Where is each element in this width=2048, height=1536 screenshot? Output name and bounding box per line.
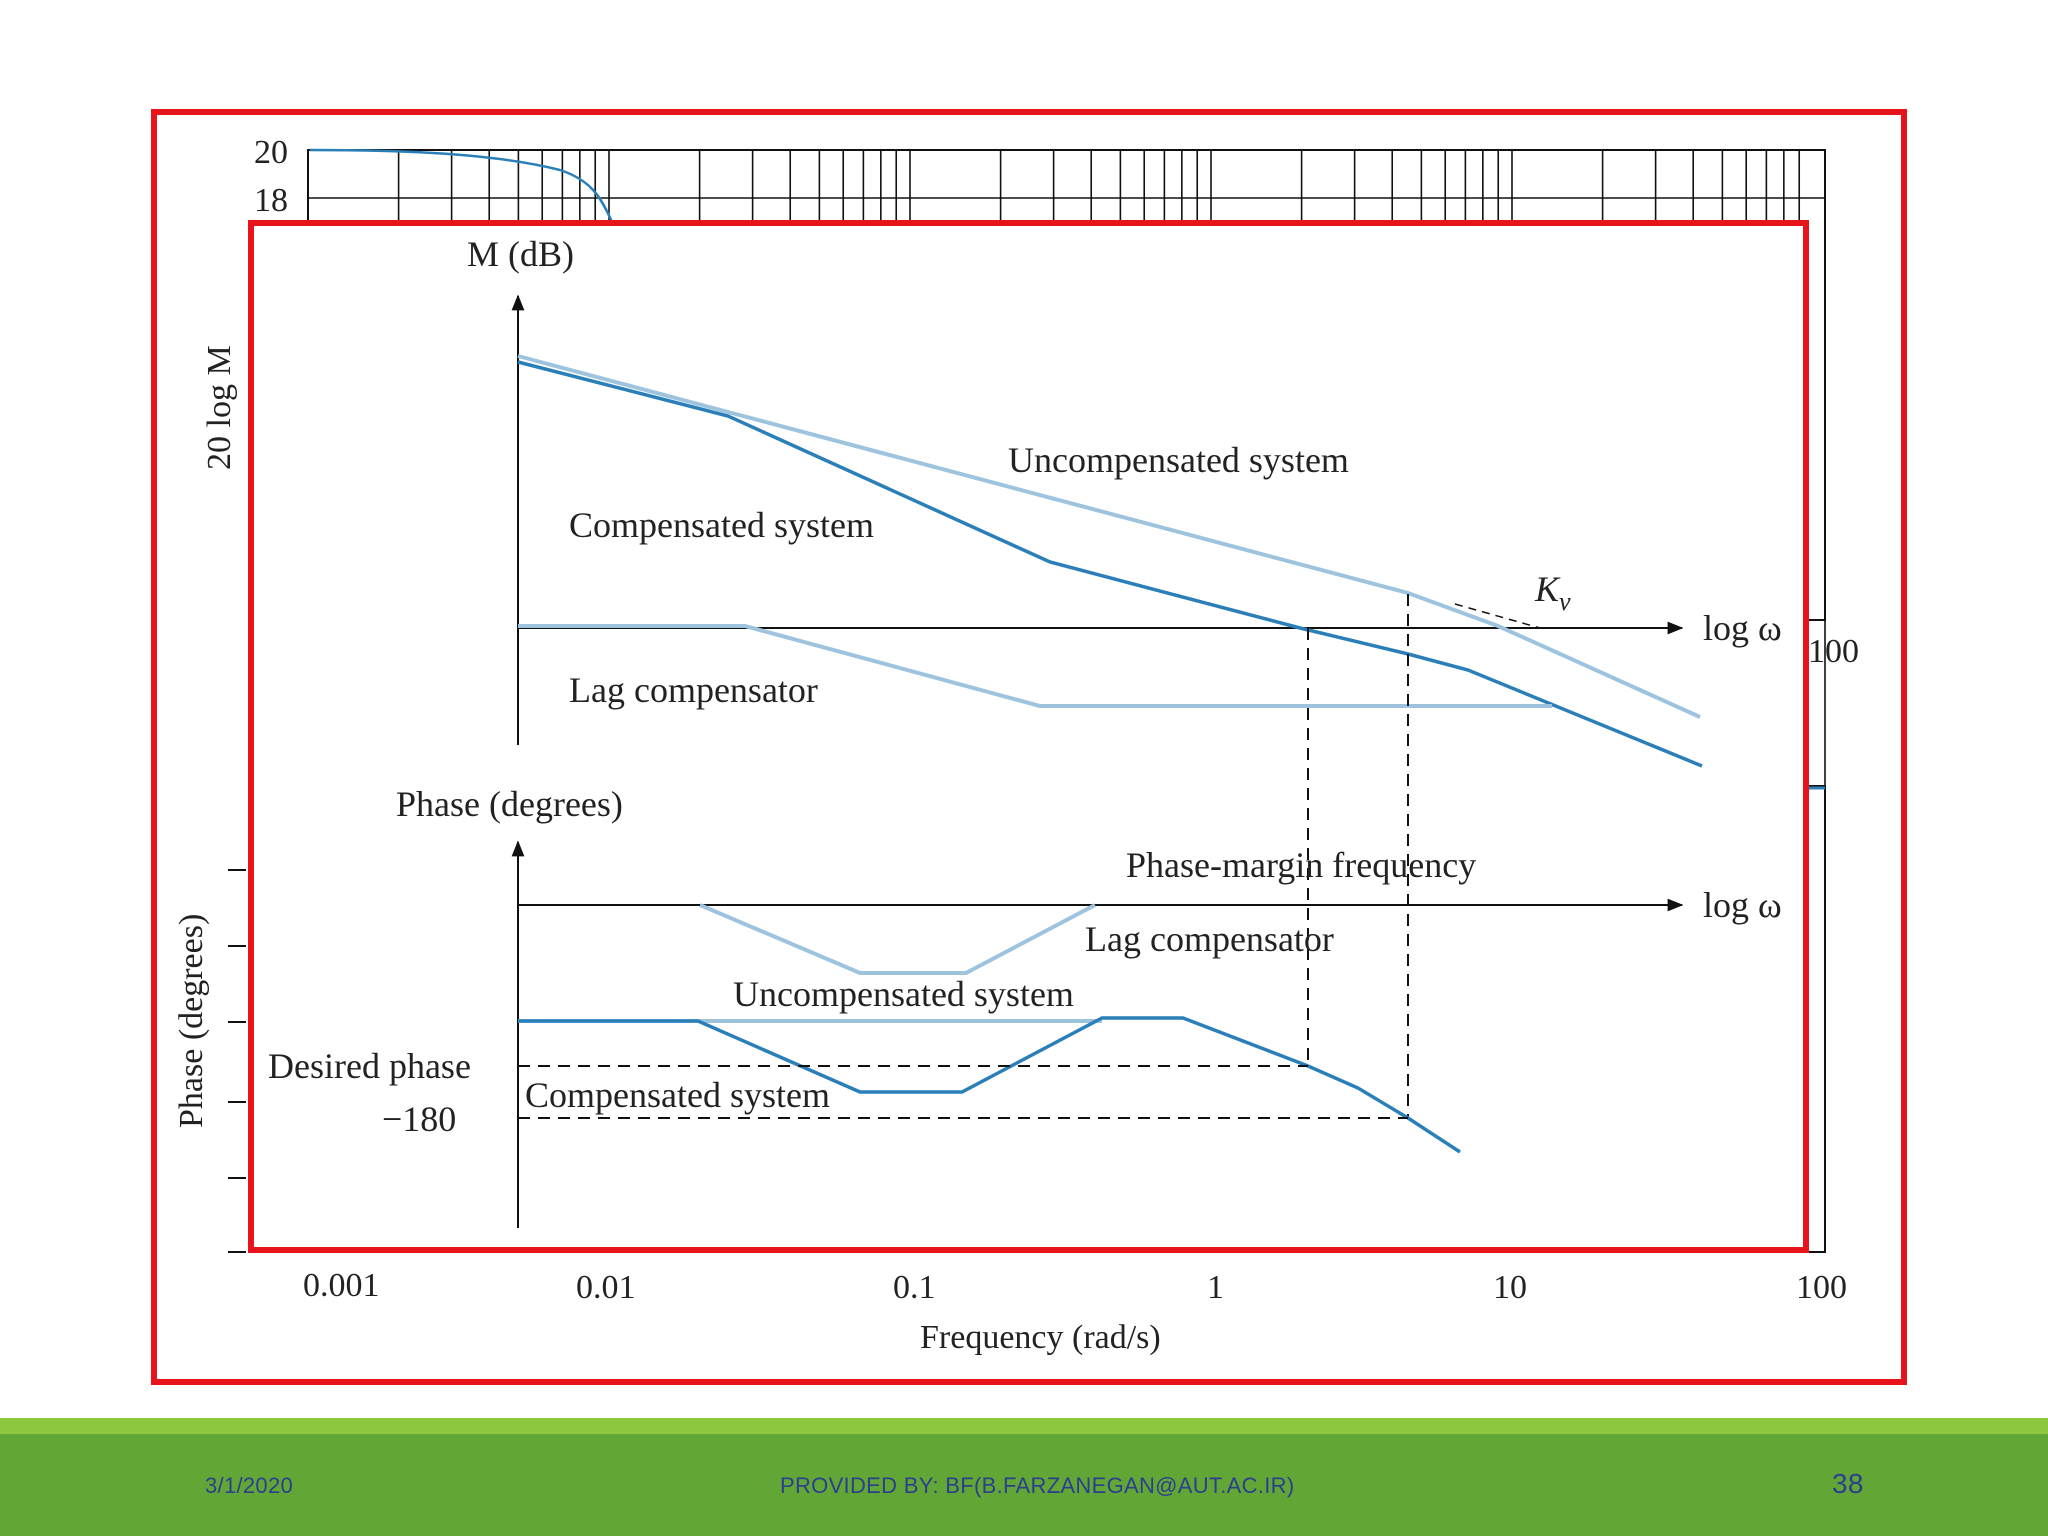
desired-phase-label: Desired phase <box>268 1046 471 1086</box>
magnitude-axis-label: M (dB) <box>467 234 574 274</box>
x-tick-label: 0.001 <box>303 1267 380 1304</box>
inner-inset-panel <box>248 220 1809 1253</box>
magnitude-x-axis-label: log ω <box>1703 608 1782 648</box>
x-tick-label: 0.01 <box>576 1269 636 1306</box>
magnitude-sketch <box>511 294 1703 1118</box>
x-axis-ticks: 0.001 0.01 0.1 1 10 100 <box>303 1267 1847 1306</box>
kv-label: Kv <box>1534 569 1571 616</box>
phase-uncompensated-label: Uncompensated system <box>733 974 1074 1014</box>
footer-date: 3/1/2020 <box>205 1473 294 1498</box>
phase-axis-ticks <box>228 869 246 1253</box>
phase-compensated-label: Compensated system <box>525 1075 830 1115</box>
outer-red-frame <box>151 109 1907 1385</box>
bg-magnitude-curve <box>309 148 614 223</box>
x-tick-label: 0.1 <box>893 1269 936 1306</box>
x-tick-label: 10 <box>1493 1269 1527 1306</box>
phase-x-axis-label: log ω <box>1703 885 1782 925</box>
footer-band <box>0 1418 2048 1536</box>
x-tick-label: 1 <box>1207 1269 1224 1306</box>
phase-lag-compensator-label: Lag compensator <box>1085 919 1334 959</box>
phase-axis-label: Phase (degrees) <box>396 784 623 824</box>
page-number: 38 <box>1832 1468 1864 1499</box>
y-tick-18: 18 <box>254 182 288 219</box>
uncompensated-magnitude-line <box>517 354 1701 719</box>
lag-compensator-phase-line <box>699 903 1096 975</box>
phase-sketch <box>511 840 1684 1228</box>
compensated-magnitude-line <box>517 360 1703 768</box>
y-axis-label-phase: Phase (degrees) <box>173 914 210 1128</box>
footer-stripe <box>0 1418 2048 1434</box>
y-tick-20: 20 <box>254 134 288 171</box>
phase-margin-frequency-label: Phase-margin frequency <box>1126 845 1476 885</box>
compensated-phase-line <box>518 1016 1461 1154</box>
kv-dashed-line <box>1454 603 1541 629</box>
lag-compensator-label: Lag compensator <box>569 670 818 710</box>
y-axis-label-magnitude: 20 log M <box>201 345 238 470</box>
lag-compensator-magnitude-line <box>518 624 1552 708</box>
minus180-label: −180 <box>382 1099 456 1139</box>
right-tick-100: 100 <box>1808 633 1859 670</box>
compensated-label: Compensated system <box>569 505 874 545</box>
x-axis-label: Frequency (rad/s) <box>920 1319 1161 1356</box>
uncompensated-label: Uncompensated system <box>1008 440 1349 480</box>
footer-credit: PROVIDED BY: BF(B.FARZANEGAN@AUT.AC.IR) <box>780 1473 1295 1498</box>
x-tick-label: 100 <box>1796 1269 1847 1306</box>
